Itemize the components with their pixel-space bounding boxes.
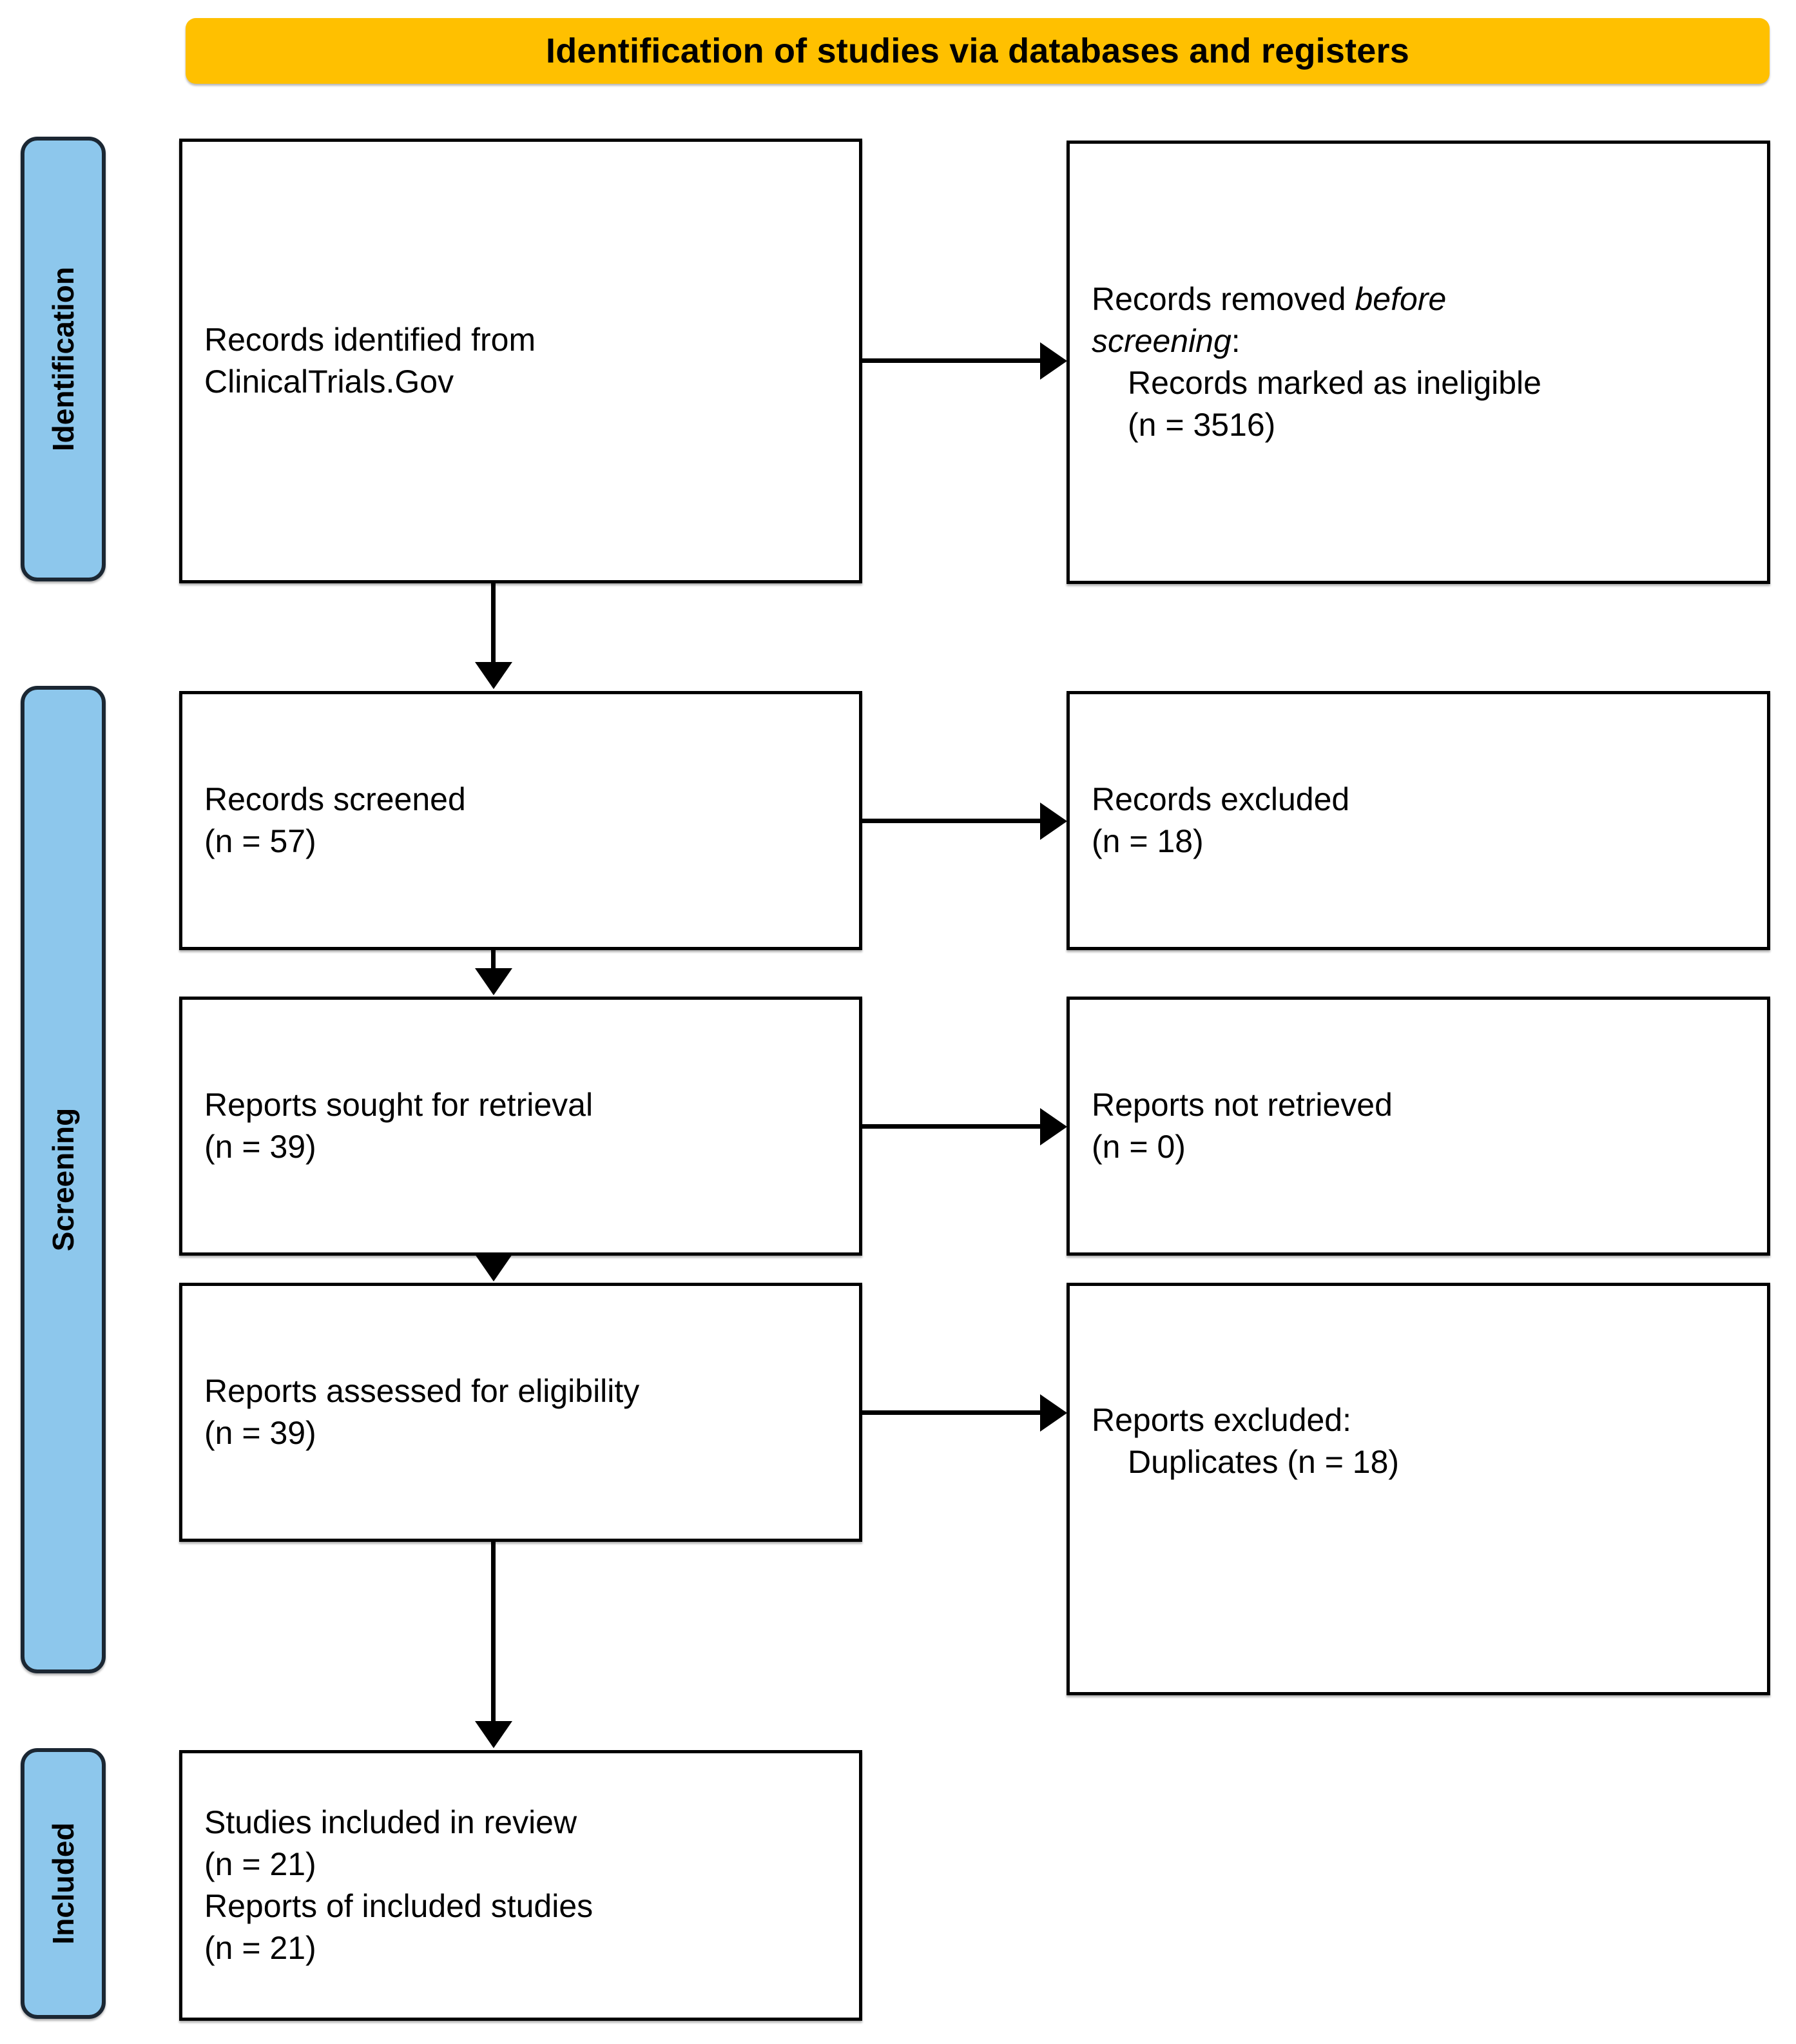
box-records-identified: Records identified from ClinicalTrials.G… xyxy=(179,139,862,583)
box-line: (n = 21) xyxy=(204,1930,316,1966)
box-records-excluded: Records excluded (n = 18) xyxy=(1067,691,1770,950)
box-reports-not-retrieved: Reports not retrieved (n = 0) xyxy=(1067,997,1770,1256)
stage-bar-screening: Screening xyxy=(21,686,106,1673)
arrowhead-down-icon xyxy=(474,968,512,995)
box-line-text: Records removed xyxy=(1092,281,1355,317)
box-line: Reports sought for retrieval xyxy=(204,1087,594,1123)
connector-arrow-identified-to-removed xyxy=(862,342,1067,380)
box-reports-assessed: Reports assessed for eligibility (n = 39… xyxy=(179,1283,862,1542)
connector-arrow-identified-to-screened xyxy=(474,583,512,689)
box-line-emphasis: before xyxy=(1355,281,1447,317)
box-line: Studies included in review xyxy=(204,1804,577,1840)
arrowhead-right-icon xyxy=(1040,1394,1067,1432)
box-line: (n = 39) xyxy=(204,1415,316,1451)
box-line: Reports of included studies xyxy=(204,1888,594,1924)
box-line-emphasis: screening xyxy=(1092,323,1231,359)
stage-label-included: Included xyxy=(46,1822,80,1945)
box-line: (n = 3516) xyxy=(1128,407,1276,443)
header-banner: Identification of studies via databases … xyxy=(186,18,1770,84)
arrowhead-down-icon xyxy=(474,662,512,689)
box-line: (n = 39) xyxy=(204,1129,316,1165)
arrowhead-right-icon xyxy=(1040,1107,1067,1145)
connector-arrow-sought-to-not-retrieved xyxy=(862,1107,1067,1145)
box-records-removed: Records removed before screening: Record… xyxy=(1067,141,1770,584)
stage-bar-included: Included xyxy=(21,1748,106,2019)
connector-arrow-screened-to-sought xyxy=(474,950,512,995)
diagram-title: Identification of studies via databases … xyxy=(546,32,1409,70)
box-line-text: : xyxy=(1231,323,1241,359)
stage-label-screening: Screening xyxy=(46,1107,80,1252)
box-line: Records excluded xyxy=(1092,781,1350,817)
box-line: Records marked as ineligible xyxy=(1128,365,1541,401)
box-records-screened: Records screened (n = 57) xyxy=(179,691,862,950)
box-line: Records removed before xyxy=(1092,278,1745,320)
stage-bar-identification: Identification xyxy=(21,137,106,581)
stage-label-identification: Identification xyxy=(46,266,80,452)
arrowhead-down-icon xyxy=(474,1254,512,1281)
connector-arrow-screened-to-excluded xyxy=(862,802,1067,840)
arrowhead-down-icon xyxy=(474,1721,512,1748)
box-line: (n = 0) xyxy=(1092,1129,1186,1165)
connector-arrow-sought-to-assessed xyxy=(474,1254,512,1281)
connector-arrow-assessed-to-included xyxy=(474,1542,512,1748)
arrowhead-right-icon xyxy=(1040,342,1067,380)
box-reports-excluded: Reports excluded: Duplicates (n = 18) xyxy=(1067,1283,1770,1695)
box-line: Records identified from xyxy=(204,322,536,358)
box-reports-sought: Reports sought for retrieval (n = 39) xyxy=(179,997,862,1256)
box-line: ClinicalTrials.Gov xyxy=(204,364,454,400)
box-line: (n = 18) xyxy=(1092,823,1204,859)
box-line: Reports assessed for eligibility xyxy=(204,1373,640,1409)
box-line: Records screened xyxy=(204,781,466,817)
box-line: (n = 21) xyxy=(204,1846,316,1882)
box-line: Duplicates (n = 18) xyxy=(1128,1444,1400,1480)
connector-arrow-assessed-to-excluded-reports xyxy=(862,1394,1067,1432)
box-line: (n = 57) xyxy=(204,823,316,859)
box-line: screening: xyxy=(1092,320,1745,362)
box-line: Reports excluded: xyxy=(1092,1402,1352,1438)
box-line: Reports not retrieved xyxy=(1092,1087,1393,1123)
arrowhead-right-icon xyxy=(1040,802,1067,840)
box-studies-included: Studies included in review (n = 21) Repo… xyxy=(179,1750,862,2021)
